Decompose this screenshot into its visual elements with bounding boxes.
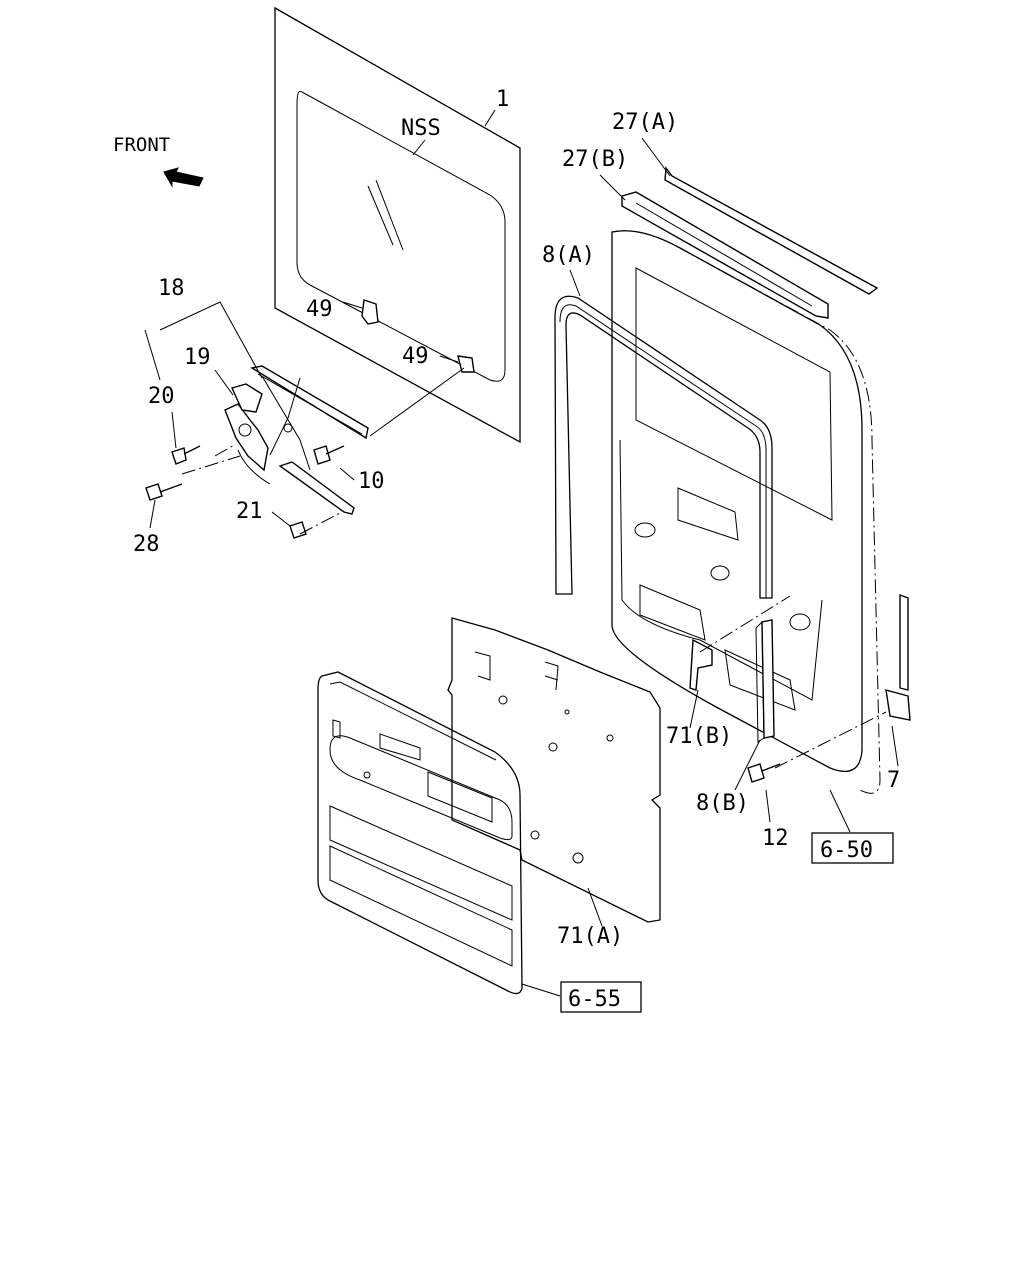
leader-lines [144,109,899,997]
callout-49-upper: 49 [306,297,333,322]
callouts: 1 NSS 27(A) 27(B) 8(A) 18 19 20 49 49 10… [133,87,900,949]
fasteners-regulator [145,445,345,539]
callout-10: 10 [358,469,385,494]
callout-7: 7 [887,768,900,793]
ref-6-50-label: 6-50 [820,838,873,863]
sealing-71a [447,617,661,923]
ref-6-50[interactable]: 6-50 [811,832,894,864]
door-inner-panel [611,230,881,794]
window-regulator [224,365,369,515]
callout-21: 21 [236,499,263,524]
callout-8a: 8(A) [542,243,595,268]
bolt-12 [747,763,781,783]
callout-71a: 71(A) [557,924,623,949]
callout-27a: 27(A) [612,110,678,135]
callout-18: 18 [158,276,185,301]
ref-6-55-label: 6-55 [568,987,621,1012]
callout-49-lower: 49 [402,344,429,369]
front-label: FRONT [113,134,170,156]
weatherstrips-upper [621,166,879,319]
door-glass [274,6,521,444]
callout-8b: 8(B) [696,791,749,816]
glass-clip-upper [361,299,379,325]
callout-12: 12 [762,826,789,851]
front-arrow-icon [163,167,204,188]
glass-clip-lower [457,355,475,373]
weatherstrip-8a [554,295,773,599]
callout-19: 19 [184,345,211,370]
ref-6-55[interactable]: 6-55 [560,981,642,1013]
callout-27b: 27(B) [562,147,628,172]
callout-1: 1 [496,87,509,112]
door-trim-panel [317,671,523,995]
callout-nss: NSS [401,116,441,141]
callout-20: 20 [148,384,175,409]
seal-71b [689,638,713,691]
callout-71b: 71(B) [666,724,732,749]
callout-28: 28 [133,532,160,557]
lock-rod-7 [885,593,911,721]
front-indicator: FRONT [113,134,204,188]
channel-8b [755,619,775,743]
